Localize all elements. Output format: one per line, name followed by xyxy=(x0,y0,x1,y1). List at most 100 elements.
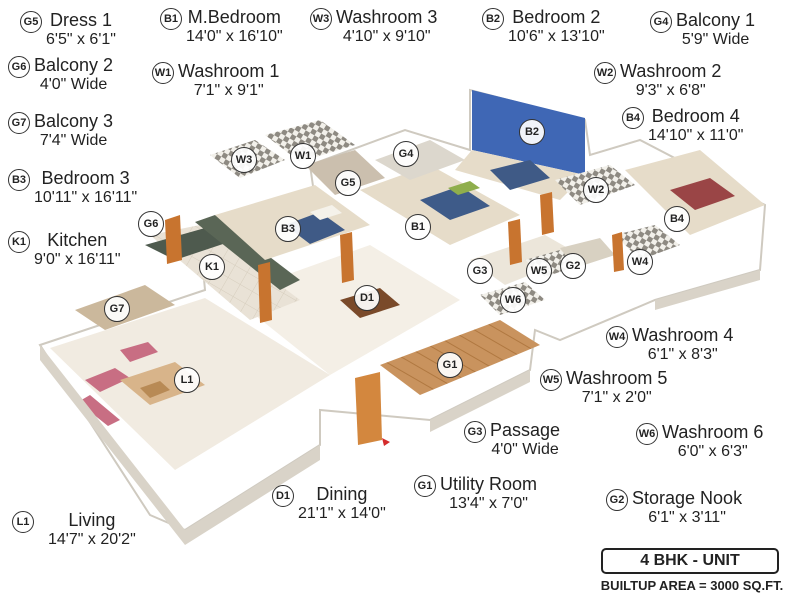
room-dimensions: 13'4" x 7'0" xyxy=(449,495,528,512)
room-dimensions: 7'1" x 9'1" xyxy=(193,82,264,99)
room-dimensions: 14'10" x 11'0" xyxy=(648,127,744,144)
bed-3-pillow xyxy=(310,205,342,220)
legend-item-W5: W5 Washroom 5 7'1" x 2'0" xyxy=(540,368,667,407)
room-dimensions: 9'3" x 6'8" xyxy=(635,82,706,99)
room-name: M.Bedroom xyxy=(187,7,281,27)
map-badge-D1: D1 xyxy=(354,285,380,311)
legend-item-G4: G4 Balcony 1 5'9" Wide xyxy=(650,10,755,49)
room-dimensions: 5'9" Wide xyxy=(681,31,750,48)
outer-wall-front-2 xyxy=(430,370,530,432)
badge-G5: G5 xyxy=(20,11,42,33)
room-dimensions: 7'1" x 2'0" xyxy=(581,389,652,406)
balcony-1-floor xyxy=(375,140,465,180)
badge-G1: G1 xyxy=(414,475,436,497)
master-bed-pillow xyxy=(448,181,480,195)
kitchen-counter-2 xyxy=(195,215,300,290)
room-dimensions: 4'0" Wide xyxy=(491,441,559,458)
room-name: Living xyxy=(68,510,116,530)
outer-wall-front-3 xyxy=(655,270,760,310)
map-badge-W4: W4 xyxy=(627,249,653,275)
room-dimensions: 14'0" x 16'10" xyxy=(186,28,283,45)
room-dimensions: 10'6" x 13'10" xyxy=(508,28,605,45)
bed-2 xyxy=(490,160,550,190)
legend-item-W6: W6 Washroom 6 6'0" x 6'3" xyxy=(636,422,763,461)
map-badge-G2: G2 xyxy=(560,253,586,279)
room-name: Washroom 1 xyxy=(178,61,280,81)
map-badge-W6: W6 xyxy=(500,287,526,313)
door-3 xyxy=(340,232,354,283)
legend-item-W4: W4 Washroom 4 6'1" x 8'3" xyxy=(606,325,733,364)
map-badge-G7: G7 xyxy=(104,296,130,322)
room-name: Passage xyxy=(490,420,561,440)
room-name: Washroom 5 xyxy=(566,368,668,388)
legend-item-K1: K1 Kitchen 9'0" x 16'11" xyxy=(8,230,121,269)
room-name: Balcony 3 xyxy=(34,111,114,131)
room-dimensions: 6'0" x 6'3" xyxy=(677,443,748,460)
bed-3 xyxy=(285,212,345,244)
map-badge-G6: G6 xyxy=(138,211,164,237)
bed-4 xyxy=(670,178,735,210)
badge-W4: W4 xyxy=(606,326,628,348)
room-name: Washroom 3 xyxy=(336,7,438,27)
badge-W2: W2 xyxy=(594,62,616,84)
door-1 xyxy=(355,372,382,445)
map-badge-B3: B3 xyxy=(275,216,301,242)
door-5 xyxy=(540,192,554,235)
badge-B2: B2 xyxy=(482,8,504,30)
room-name: Washroom 4 xyxy=(632,325,734,345)
map-badge-G3: G3 xyxy=(467,258,493,284)
room-dimensions: 9'0" x 16'11" xyxy=(34,251,121,268)
room-dimensions: 14'7" x 20'2" xyxy=(48,531,136,548)
map-badge-G1: G1 xyxy=(437,352,463,378)
room-dimensions: 6'1" x 8'3" xyxy=(647,346,718,363)
badge-G4: G4 xyxy=(650,11,672,33)
legend-item-W3: W3 Washroom 3 4'10" x 9'10" xyxy=(310,7,437,46)
legend-item-B2: B2 Bedroom 2 10'6" x 13'10" xyxy=(482,7,605,46)
room-dimensions: 10'11" x 16'11" xyxy=(34,189,138,206)
room-name: Utility Room xyxy=(440,474,538,494)
badge-W1: W1 xyxy=(152,62,174,84)
master-bed xyxy=(420,186,490,220)
legend-item-G2: G2 Storage Nook 6'1" x 3'11" xyxy=(606,488,742,527)
room-name: Dining xyxy=(316,484,368,504)
legend-item-G6: G6 Balcony 2 4'0" Wide xyxy=(8,55,113,94)
room-dimensions: 4'0" Wide xyxy=(39,76,108,93)
outer-wall-front xyxy=(40,345,320,545)
badge-G6: G6 xyxy=(8,56,30,78)
room-dimensions: 7'4" Wide xyxy=(39,132,108,149)
legend-item-D1: D1 Dining 21'1" x 14'0" xyxy=(272,484,386,523)
room-name: Balcony 1 xyxy=(676,10,756,30)
legend-item-W2: W2 Washroom 2 9'3" x 6'8" xyxy=(594,61,721,100)
sofa-2 xyxy=(78,395,120,426)
badge-D1: D1 xyxy=(272,485,294,507)
room-name: Bedroom 3 xyxy=(41,168,130,188)
map-badge-K1: K1 xyxy=(199,254,225,280)
coffee-table xyxy=(140,381,170,398)
badge-G2: G2 xyxy=(606,489,628,511)
badge-B3: B3 xyxy=(8,169,30,191)
badge-W6: W6 xyxy=(636,423,658,445)
badge-K1: K1 xyxy=(8,231,30,253)
builtup-area: BUILTUP AREA = 3000 SQ.FT. xyxy=(600,578,784,593)
legend-item-G7: G7 Balcony 3 7'4" Wide xyxy=(8,111,113,150)
legend-item-W1: W1 Washroom 1 7'1" x 9'1" xyxy=(152,61,279,100)
legend-item-G5: G5 Dress 1 6'5" x 6'1" xyxy=(20,10,116,49)
entry-marker xyxy=(382,438,390,446)
badge-W5: W5 xyxy=(540,369,562,391)
map-badge-G4: G4 xyxy=(393,141,419,167)
room-name: Washroom 6 xyxy=(662,422,764,442)
door-7 xyxy=(165,215,182,264)
washroom-1-floor xyxy=(265,120,355,162)
legend-item-B4: B4 Bedroom 4 14'10" x 11'0" xyxy=(622,106,743,145)
badge-G7: G7 xyxy=(8,112,30,134)
legend-item-L1: L1 Living 14'7" x 20'2" xyxy=(12,510,136,549)
badge-B1: B1 xyxy=(160,8,182,30)
sofa-3 xyxy=(120,342,158,362)
room-dimensions: 6'5" x 6'1" xyxy=(46,31,116,48)
room-name: Kitchen xyxy=(47,230,108,250)
map-badge-W1: W1 xyxy=(290,143,316,169)
door-4 xyxy=(508,219,522,265)
room-name: Bedroom 2 xyxy=(512,7,601,27)
sofa-1 xyxy=(85,368,130,392)
door-2 xyxy=(258,262,272,323)
